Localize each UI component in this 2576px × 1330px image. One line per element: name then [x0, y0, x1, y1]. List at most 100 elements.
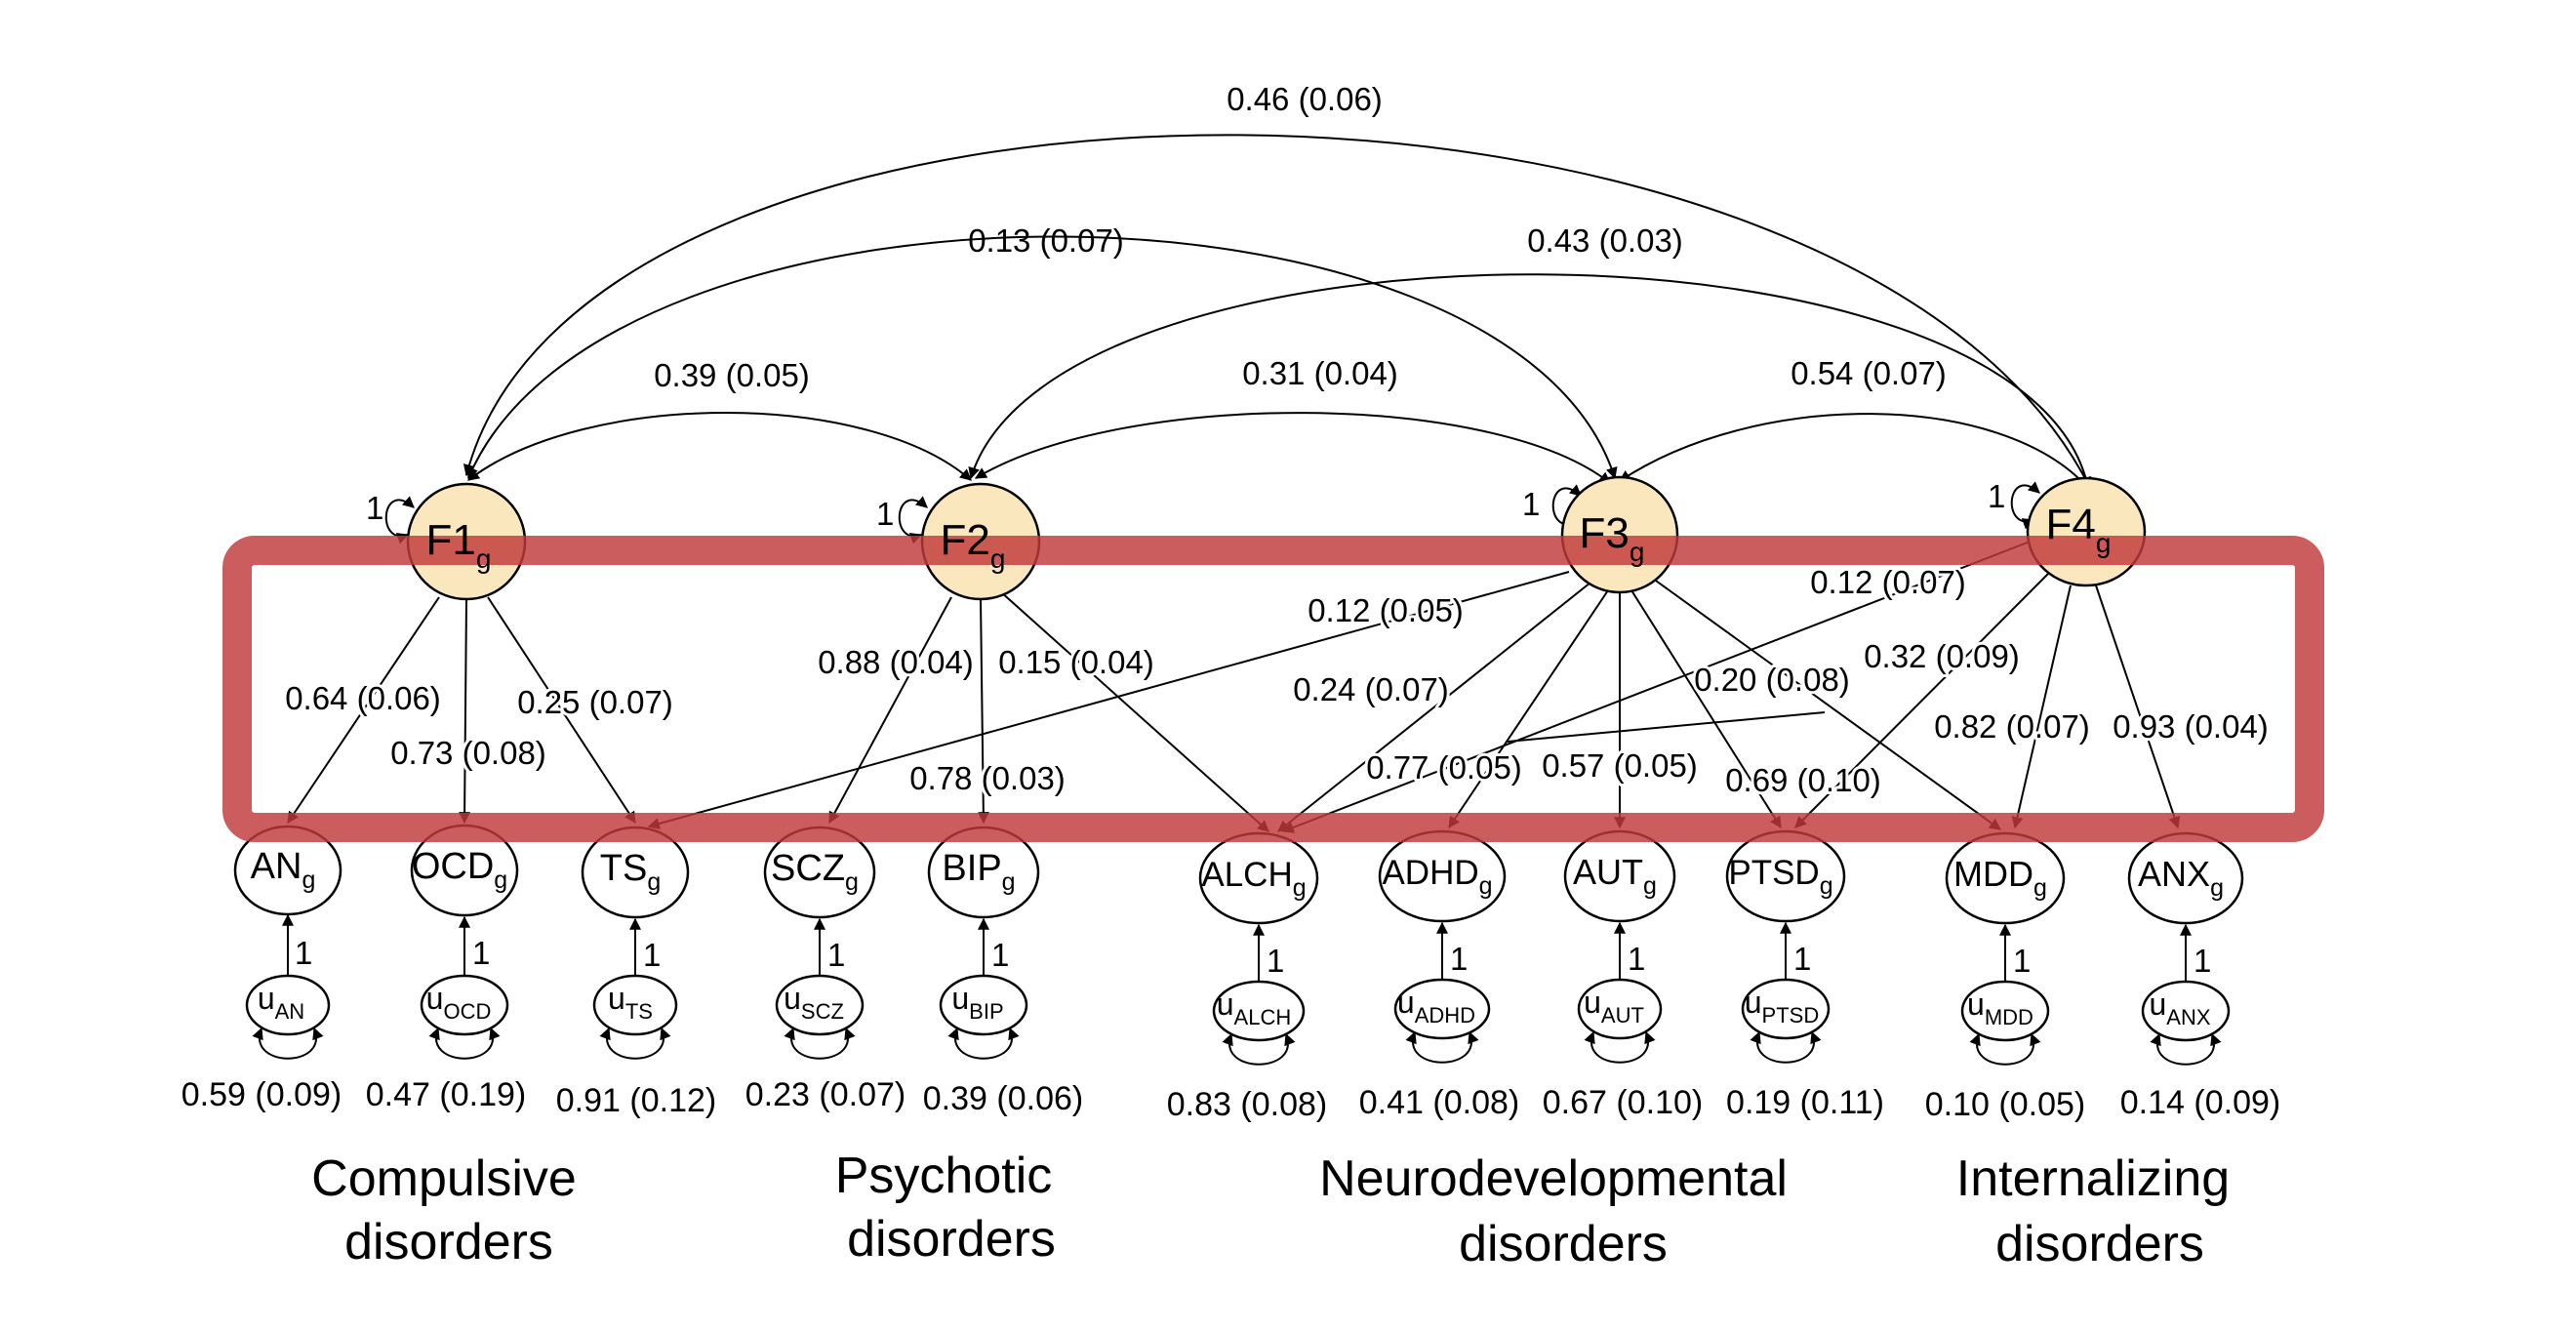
correlation-label-f2-f3: 0.31 (0.04) — [1242, 355, 1398, 391]
residual-variance-anx: 0.14 (0.09) — [2120, 1084, 2280, 1121]
residual-variance-labels: 0.59 (0.09) 0.47 (0.19) 0.91 (0.12) 0.23… — [181, 1076, 2280, 1123]
correlation-f3-f4 — [1618, 413, 2089, 489]
residual-scz-ellipse — [775, 974, 865, 1036]
residual-loop-mdd — [1969, 1032, 2041, 1066]
loading-label-f1-an: 0.64 (0.06) — [285, 680, 441, 716]
residual-variance-ts: 0.91 (0.12) — [556, 1082, 716, 1119]
correlation-label-f2-f4: 0.43 (0.03) — [1527, 222, 1683, 259]
indicator-ocd-label: OCDg — [412, 846, 507, 894]
loading-label-f3-adhd: 0.77 (0.05) — [1366, 749, 1522, 786]
residual-path-label-alch: 1 — [1267, 943, 1284, 979]
residual-loop-ptsd — [1750, 1030, 1822, 1064]
loading-label-f4-mdd: 0.82 (0.07) — [1934, 708, 2090, 745]
residual-variance-ocd: 0.47 (0.19) — [366, 1076, 526, 1113]
loading-label-f3-alch: 0.24 (0.07) — [1293, 671, 1449, 707]
correlation-f1-f4 — [463, 134, 2091, 490]
loading-label-f4-alch: 0.12 (0.07) — [1810, 564, 1966, 600]
residual-variance-aut: 0.67 (0.10) — [1543, 1084, 1703, 1121]
group-internalizing-line2: disorders — [1995, 1216, 2204, 1272]
indicator-an-label: ANg — [251, 846, 316, 894]
residual-ts-ellipse — [592, 974, 678, 1036]
residual-path-label-scz: 1 — [827, 937, 845, 973]
loading-f3-ptsd — [1630, 589, 1782, 829]
residual-path-label-bip: 1 — [991, 937, 1009, 973]
residual-variance-bip: 0.39 (0.06) — [923, 1080, 1083, 1117]
loading-f4-mdd — [2011, 584, 2072, 829]
loading-label-f1-ts: 0.25 (0.07) — [517, 684, 673, 720]
group-compulsive-line2: disorders — [344, 1214, 553, 1270]
group-neurodevelopmental-line1: Neurodevelopmental — [1319, 1150, 1788, 1207]
correlation-f2-f4 — [968, 273, 2092, 490]
group-labels: Compulsive disorders Psychotic disorders… — [311, 1148, 2230, 1272]
residual-loop-bip — [947, 1027, 1020, 1060]
loading-label-f4-anx: 0.93 (0.04) — [2113, 708, 2269, 745]
residual-loop-ts — [599, 1027, 671, 1060]
factor-f1-label: F1g — [426, 516, 492, 574]
residual-nodes — [245, 974, 2231, 1042]
group-neurodevelopmental-line2: disorders — [1459, 1216, 1668, 1272]
residual-aut-label: uAUT — [1584, 985, 1644, 1028]
factor-f4-variance: 1 — [1988, 478, 2005, 514]
residual-loop-ocd — [428, 1027, 501, 1060]
loading-label-f3-mdd: 0.20 (0.08) — [1694, 662, 1850, 698]
loading-f4-anx — [2095, 584, 2181, 829]
loading-f2-scz — [828, 596, 952, 825]
loading-f1-ocd — [459, 598, 471, 825]
residual-ocd-label: uOCD — [426, 981, 492, 1024]
factor-f2-variance: 1 — [876, 496, 894, 532]
factor-loadings — [287, 538, 2181, 833]
residual-loop-aut — [1584, 1030, 1656, 1064]
residual-alch-label: uALCH — [1217, 987, 1291, 1029]
residual-ts-label: uTS — [608, 981, 653, 1024]
correlation-f1-f3 — [466, 235, 1618, 480]
correlation-label-f1-f4: 0.46 (0.06) — [1227, 81, 1383, 117]
factor-labels: F1g F2g F3g F4g 1 1 1 1 — [366, 478, 2111, 574]
variance-loop-f2 — [898, 496, 928, 544]
factor-f3-label: F3g — [1580, 509, 1645, 567]
residual-paths — [282, 913, 2192, 982]
residual-mdd-ellipse — [1960, 980, 2050, 1042]
residual-path-label-adhd: 1 — [1450, 941, 1468, 977]
residual-an-label: uAN — [258, 981, 304, 1024]
loading-label-f3-ptsd: 0.69 (0.10) — [1725, 762, 1881, 798]
loading-label-f2-scz: 0.88 (0.04) — [818, 644, 974, 680]
residual-loop-adhd — [1405, 1030, 1479, 1064]
variance-loop-f1 — [384, 496, 415, 544]
group-internalizing-line1: Internalizing — [1956, 1150, 2230, 1207]
residual-aut-ellipse — [1577, 978, 1663, 1040]
factor-f4-label: F4g — [2046, 501, 2112, 558]
residual-path-label-an: 1 — [295, 935, 312, 971]
residual-path-label-aut: 1 — [1628, 941, 1645, 977]
loading-f2-bip — [977, 598, 989, 825]
indicator-labels: ANg OCDg TSg SCZg BIPg ALCHg ADHDg AUTg … — [251, 846, 2224, 902]
residual-ocd-ellipse — [420, 974, 509, 1036]
loading-f4-alch — [1281, 538, 2038, 833]
residual-variance-an: 0.59 (0.09) — [181, 1076, 342, 1113]
indicator-aut-label: AUTg — [1573, 852, 1657, 900]
factor-correlations — [463, 134, 2092, 490]
group-compulsive-line1: Compulsive — [311, 1150, 577, 1207]
loading-f3-alch — [1277, 582, 1591, 832]
loading-label-f1-ocd: 0.73 (0.08) — [390, 735, 546, 771]
residual-path-labels: 1 1 1 1 1 1 1 1 1 1 1 — [295, 935, 2211, 979]
loading-f3-adhd-cross — [1507, 711, 1826, 743]
indicator-adhd-label: ADHDg — [1382, 854, 1492, 900]
loading-label-f3-aut: 0.57 (0.05) — [1542, 747, 1698, 784]
loading-f1-an — [287, 596, 440, 824]
factor-f1-variance: 1 — [366, 490, 383, 526]
highlight-box — [222, 536, 2324, 842]
group-psychotic-line2: disorders — [847, 1211, 1056, 1268]
loading-f3-mdd — [1648, 575, 2001, 830]
loading-f2-alch — [999, 590, 1269, 832]
residual-variance-alch: 0.83 (0.08) — [1167, 1086, 1327, 1123]
residual-alch-ellipse — [1212, 980, 1306, 1042]
residual-adhd-label: uADHD — [1397, 985, 1475, 1028]
correlation-label-f1-f3: 0.13 (0.07) — [968, 222, 1124, 259]
residual-variance-ptsd: 0.19 (0.11) — [1726, 1084, 1884, 1121]
residual-bip-label: uBIP — [951, 981, 1003, 1024]
indicator-scz-label: SCZg — [771, 848, 859, 896]
residual-anx-ellipse — [2141, 980, 2231, 1042]
correlation-labels: 0.46 (0.06) 0.13 (0.07) 0.43 (0.03) 0.39… — [654, 81, 1947, 393]
factor-f2-label: F2g — [941, 516, 1006, 574]
loading-f3-adhd — [1448, 589, 1609, 828]
